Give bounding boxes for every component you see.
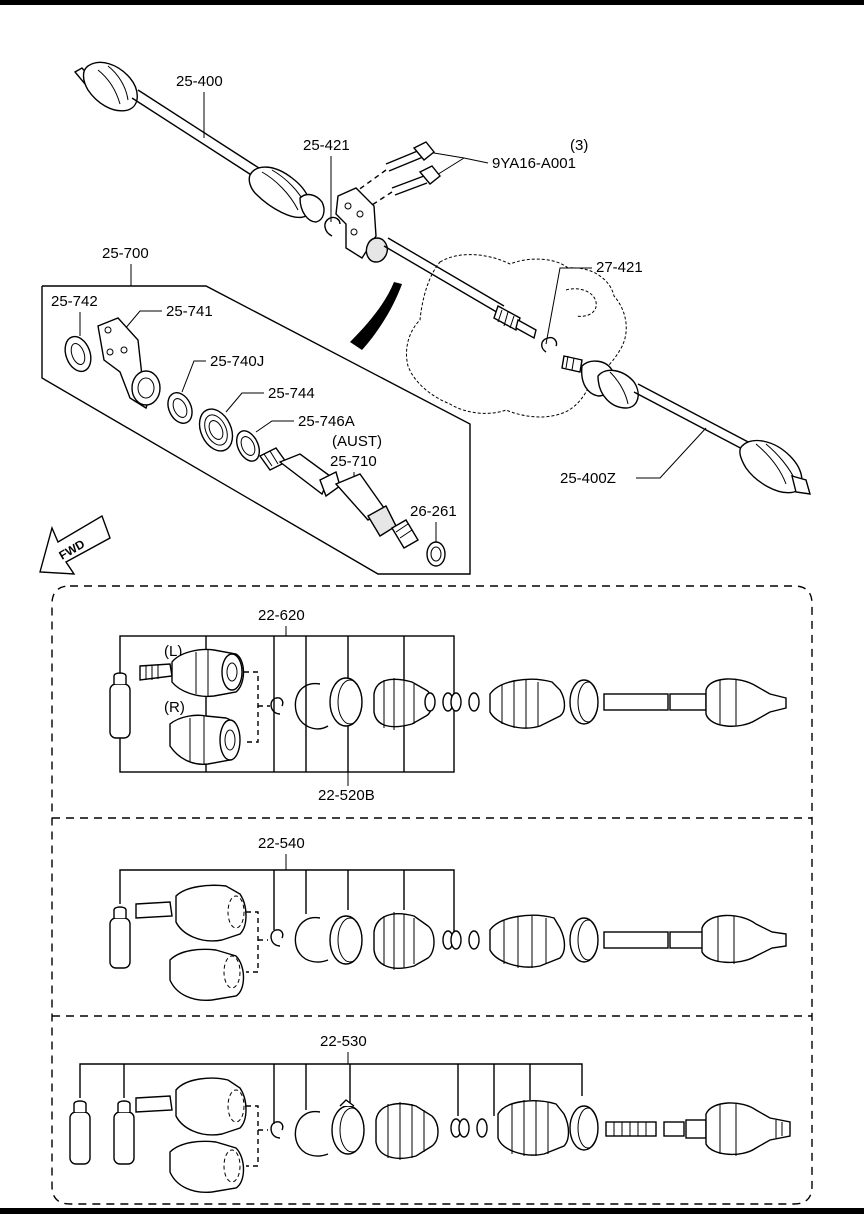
label-22-540: 22-540: [258, 835, 305, 852]
tag-r: (R): [164, 699, 185, 716]
grease-tube-2: [113, 1100, 135, 1165]
bolt-1: [385, 141, 435, 172]
boot: [375, 1102, 439, 1160]
label-25-710: 25-710: [330, 453, 377, 470]
kits-outline: [51, 585, 813, 1205]
outer-joint-r: [169, 714, 241, 765]
outer-joint-l: [135, 884, 247, 942]
right-drive-shaft: [561, 355, 811, 495]
grease-tube: [109, 906, 131, 969]
bottom-border: [0, 1208, 864, 1214]
fwd-arrow-icon: FWD: [39, 514, 111, 575]
boot-band-large: [331, 1099, 365, 1155]
kit-frame: [41, 285, 471, 575]
grease-tube: [109, 672, 131, 739]
oil-seal-part: [64, 335, 92, 373]
label-25-421: 25-421: [303, 137, 350, 154]
bearing-part: [167, 392, 193, 424]
circlip: [270, 697, 284, 715]
bearing-b-part: [198, 408, 234, 452]
bolt-2: [391, 165, 441, 196]
label-aust: (AUST): [332, 433, 382, 450]
kit-22-620: 22-620 22-520B (L) (R): [109, 607, 787, 804]
spline-end-upper: [493, 304, 537, 340]
label-9ya16-a001: 9YA16-A001: [492, 155, 576, 172]
kit-22-530: 22-530: [69, 1033, 791, 1193]
clip-ring-right: [541, 336, 558, 353]
bearing-bracket: [335, 187, 388, 263]
outer-joint-l: [135, 1077, 247, 1136]
clip-ring: [324, 216, 341, 237]
upper-drive-shaft-assembly: 25-400 25-421 (3) 9YA16-A001: [39, 61, 811, 575]
grease-tube-1: [69, 1100, 91, 1165]
label-25-744: 25-744: [268, 385, 315, 402]
label-25-400: 25-400: [176, 73, 223, 90]
joint-shaft-part: [258, 447, 419, 549]
boot: [373, 912, 435, 970]
boot-band-large: [329, 915, 363, 965]
label-22-620: 22-620: [258, 607, 305, 624]
label-27-421: 27-421: [596, 259, 643, 276]
label-25-741: 25-741: [166, 303, 213, 320]
top-border: [0, 0, 864, 5]
label-25-400z: 25-400Z: [560, 470, 616, 487]
boot-inner: [497, 1100, 570, 1156]
label-22-520b: 22-520B: [318, 787, 375, 804]
label-25-700: 25-700: [102, 245, 149, 262]
label-bolt-qty: (3): [570, 137, 588, 154]
boot: [373, 678, 433, 730]
tag-l: (L): [164, 643, 182, 660]
bare-shaft-2: [468, 914, 787, 968]
boot-band-small: [442, 692, 462, 712]
outer-joint-l: [139, 648, 245, 698]
left-drive-shaft: [73, 61, 325, 223]
bracket-part: [97, 317, 161, 410]
bare-shaft-3: [569, 1102, 791, 1156]
snap-ring-part: [235, 430, 261, 462]
boot-band-large: [329, 677, 363, 727]
label-25-746a: 25-746A: [298, 413, 355, 430]
label-26-261: 26-261: [410, 503, 457, 520]
outer-joint-r: [169, 1140, 245, 1193]
pointer-arrow: [350, 282, 402, 350]
bare-shaft-1: [468, 678, 787, 729]
outer-joint-r: [169, 948, 245, 1001]
oil-seal-26-261: [426, 541, 446, 567]
label-22-530: 22-530: [320, 1033, 367, 1050]
snap-ring: [294, 683, 329, 730]
kit-22-540: 22-540: [109, 835, 787, 1001]
label-25-740j: 25-740J: [210, 353, 264, 370]
label-25-742: 25-742: [51, 293, 98, 310]
